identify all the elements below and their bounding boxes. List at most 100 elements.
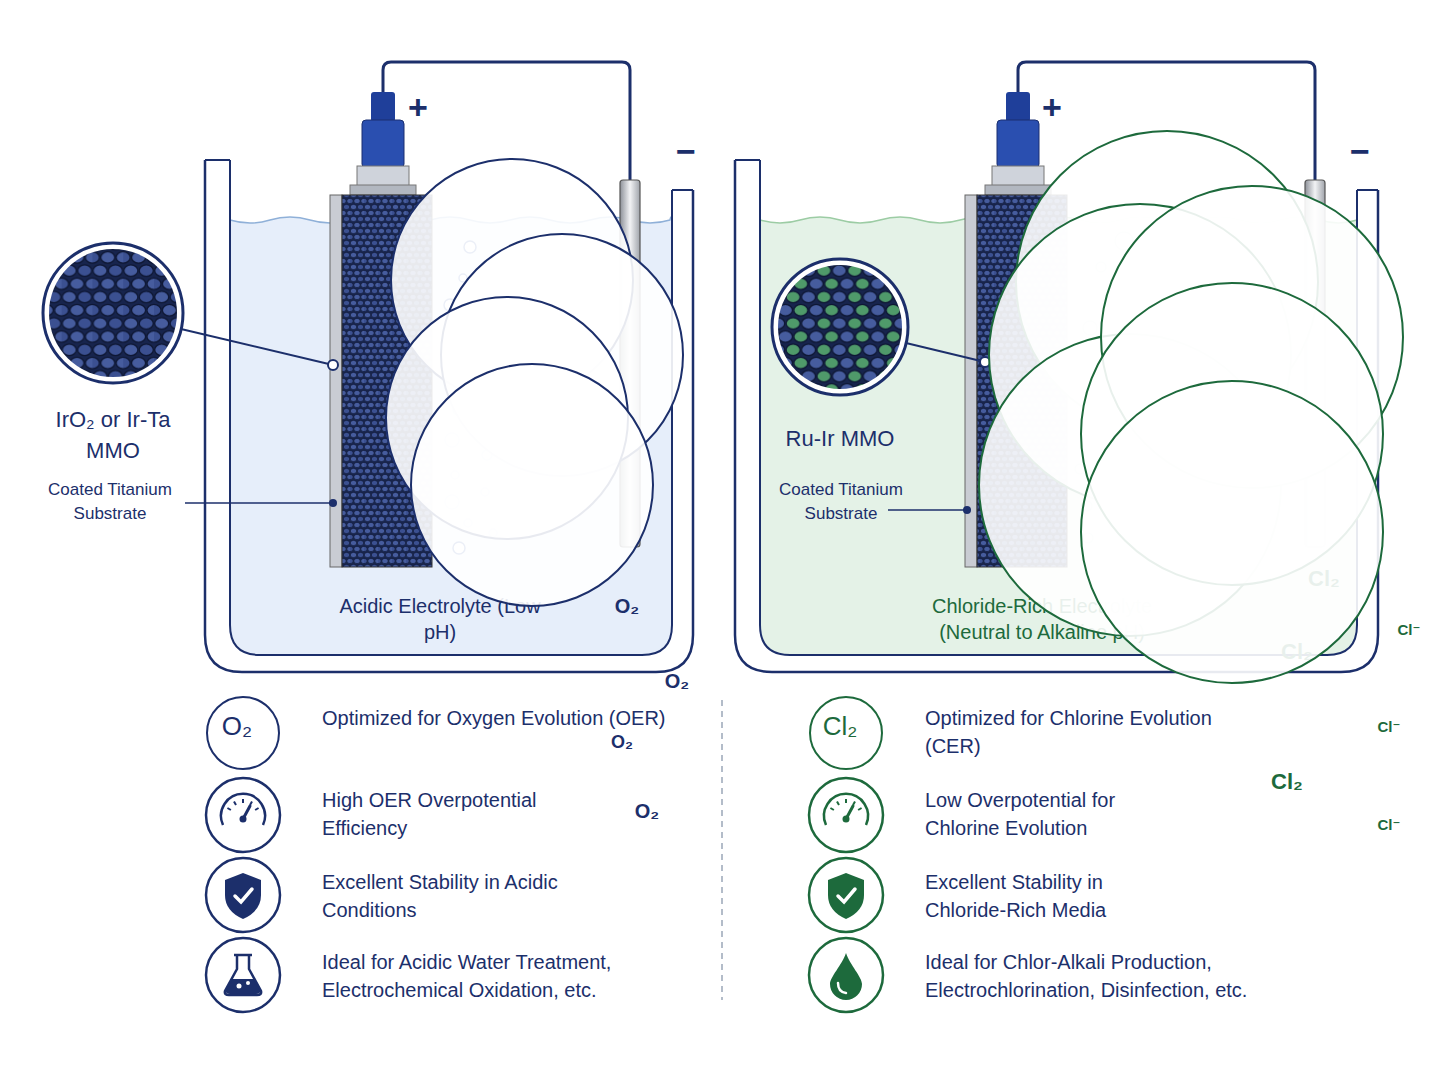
word: etc. [564, 979, 596, 1001]
chloride-ion: Cl⁻ [1080, 380, 1384, 684]
word: Electrochemical [322, 979, 463, 1001]
species-label: O₂ [222, 710, 252, 744]
feature-icons [809, 778, 883, 1012]
word: Low [925, 789, 962, 811]
word: O₂ [635, 800, 659, 822]
feature-text: Excellent Stability in Acidic Conditions [322, 868, 562, 924]
word: Efficiency [322, 817, 407, 839]
species-label: Cl⁻ [1244, 815, 1448, 835]
oxygen-bubble: O₂ [410, 363, 654, 607]
feature-icons [206, 778, 280, 1012]
word: in [1087, 871, 1103, 893]
species-label: O₂ [562, 668, 792, 694]
word: Titanium [838, 480, 903, 499]
word: O₂ [222, 711, 252, 741]
word: Chlor-Alkali [1003, 951, 1105, 973]
word: for [371, 951, 394, 973]
word: Coated [48, 480, 103, 499]
column-divider [721, 700, 723, 1000]
word: High [322, 789, 363, 811]
species-label: O₂ [532, 798, 762, 824]
word: Electrolyte [398, 595, 491, 617]
coating-magnifier [772, 259, 990, 514]
polarity-sign: − [668, 134, 704, 168]
coating-name: Ru-Ir MMO [755, 424, 925, 455]
word: IrO₂ [56, 407, 95, 432]
word: Cl⁻ [1398, 621, 1421, 638]
word: Evolution [521, 707, 603, 729]
word: Ir-Ta [126, 407, 170, 432]
word: MMO [86, 438, 140, 463]
word: for [974, 951, 997, 973]
feature-text: Optimized for Oxygen Evolution (OER) [322, 704, 667, 732]
word: Optimized [925, 707, 1015, 729]
word: Substrate [805, 504, 878, 523]
word: OER [369, 789, 412, 811]
word: Electrochlorination, [925, 979, 1095, 1001]
electrolyte-beaker: Chloride-Rich Electrolyte (Neutral to Al… [735, 160, 1378, 672]
word: Titanium [107, 480, 172, 499]
species-label: Cl₂ [823, 710, 858, 744]
word: Chlorine [1050, 707, 1124, 729]
word: Production, [1111, 951, 1212, 973]
word: Excellent [322, 871, 403, 893]
word: Disinfection, [1101, 979, 1210, 1001]
word: Ru-Ir [786, 426, 835, 451]
gas-icon: Cl₂ [809, 696, 883, 770]
species-label: Cl₂ [1142, 768, 1432, 797]
gas-icon: O₂ [206, 696, 280, 770]
word: in [484, 871, 500, 893]
word: Cl⁻ [1378, 718, 1401, 735]
word: Evolution [1130, 707, 1212, 729]
feature-text: Optimized for Chlorine Evolution (CER) [925, 704, 1270, 760]
feature-text: Ideal for Acidic Water Treatment, Electr… [322, 948, 672, 1004]
word: + [408, 88, 428, 126]
word: − [1350, 132, 1370, 170]
substrate-label: Coated Titanium Substrate [766, 478, 916, 526]
species-label: O₂ [507, 731, 737, 754]
feature-text: Ideal for Chlor-Alkali Production, Elect… [925, 948, 1325, 1004]
word: Acidic [504, 871, 557, 893]
word: (OER) [609, 707, 666, 729]
word: for [418, 707, 441, 729]
word: Ideal [925, 951, 968, 973]
feature-text: High OER Overpotential Efficiency [322, 786, 562, 842]
word: O₂ [665, 670, 689, 692]
polarity-sign: + [1034, 90, 1070, 124]
word: − [676, 132, 696, 170]
word: Chloride-Rich [925, 899, 1046, 921]
word: Acidic [399, 951, 452, 973]
word: for [1092, 789, 1115, 811]
icon-bubbles [248, 745, 873, 765]
word: Water [458, 951, 511, 973]
word: Cl₂ [1271, 769, 1303, 794]
word: (CER) [925, 735, 981, 757]
word: Media [1052, 899, 1106, 921]
word: O₂ [615, 595, 639, 617]
feature-text: Excellent Stability in Chloride-Rich Med… [925, 868, 1165, 924]
word: Stability [1012, 871, 1082, 893]
word: Acidic [339, 595, 392, 617]
word: Oxygen [447, 707, 516, 729]
word: MMO [841, 426, 895, 451]
word: Excellent [925, 871, 1006, 893]
word: for [1021, 707, 1044, 729]
word: Chlorine [925, 817, 999, 839]
word: Cl⁻ [1378, 816, 1401, 833]
word: pH) [424, 621, 456, 643]
word: O₂ [611, 732, 633, 752]
substrate-label: Coated Titanium Substrate [35, 478, 185, 526]
word: Oxidation, [469, 979, 559, 1001]
coating-name: IrO₂ or Ir-Ta MMO [53, 405, 173, 467]
word: Ideal [322, 951, 365, 973]
word: Optimized [322, 707, 412, 729]
coating-magnifier [43, 243, 338, 507]
word: (Neutral [939, 621, 1010, 643]
word: Overpotential [967, 789, 1086, 811]
word: + [1042, 88, 1062, 126]
electrolyte-beaker: Acidic Electrolyte (Low pH)O₂O₂O₂O₂ [205, 160, 693, 672]
word: Overpotential [418, 789, 537, 811]
word: or [101, 407, 121, 432]
word: Conditions [322, 899, 417, 921]
word: Coated [779, 480, 834, 499]
